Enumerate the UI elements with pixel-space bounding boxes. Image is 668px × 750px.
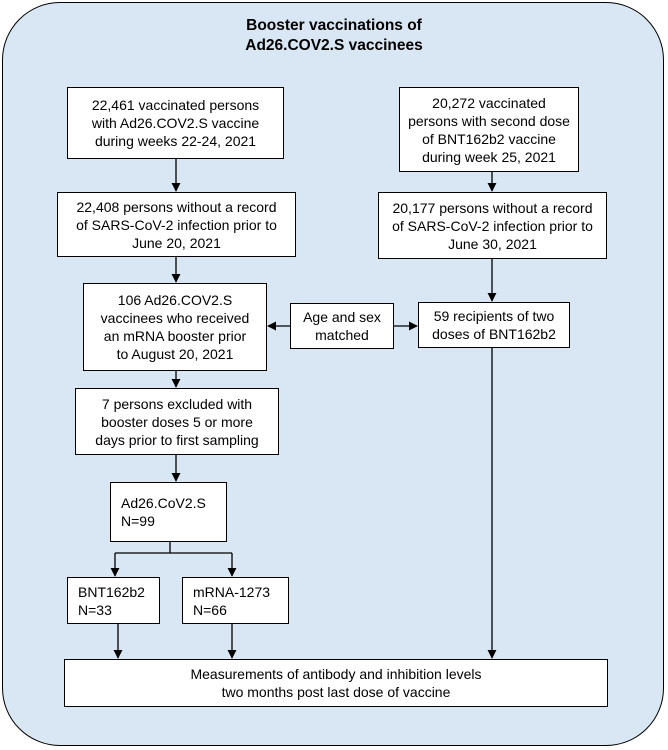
box-bnt-recipients: 59 recipients of two doses of BNT162b2 <box>418 302 570 348</box>
diagram-title: Booster vaccinations of Ad26.COV2.S vacc… <box>245 17 423 54</box>
box-bnt-booster: BNT162b2 N=33 <box>67 577 160 624</box>
box-ad26-no-infection: 22,408 persons without a record of SARS-… <box>57 192 296 257</box>
box-age-sex-matched: Age and sex matched <box>290 303 394 349</box>
box-mrna-booster: mRNA-1273 N=66 <box>182 577 289 624</box>
box-bnt-no-infection: 20,177 persons without a record of SARS-… <box>378 192 607 259</box>
box-measurements: Measurements of antibody and inhibition … <box>64 659 608 707</box>
box-ad26-total: Ad26.CoV2.S N=99 <box>110 482 227 542</box>
box-ad26-vaccinated: 22,461 vaccinated persons with Ad26.COV2… <box>67 87 284 159</box>
box-bnt-vaccinated: 20,272 vaccinated persons with second do… <box>399 87 579 172</box>
box-excluded: 7 persons excluded with booster doses 5 … <box>75 388 279 455</box>
box-ad26-boosted: 106 Ad26.COV2.S vaccinees who received a… <box>83 283 267 371</box>
